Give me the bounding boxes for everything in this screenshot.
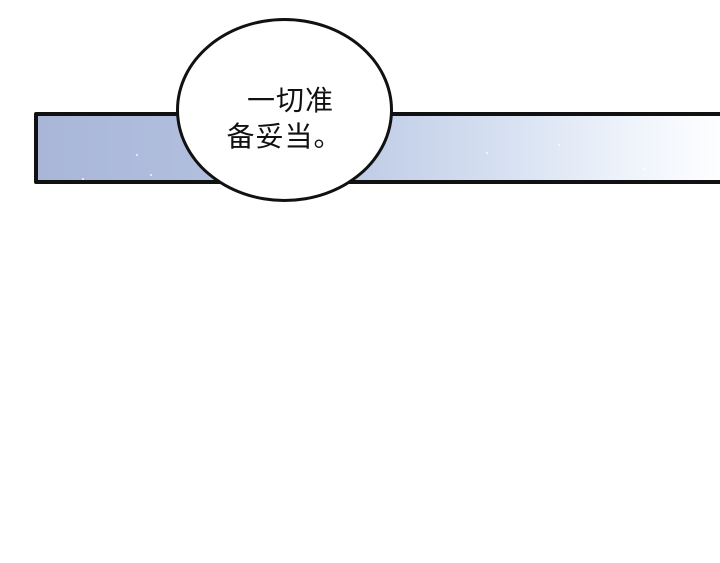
speech-line-2: 备妥当。 [226,120,343,153]
sky-speck [643,168,645,170]
speech-bubble-text: 一切准 备妥当。 [179,83,390,155]
sky-speck [136,154,138,156]
speech-bubble: 一切准 备妥当。 [176,18,393,202]
sky-speck [82,178,84,180]
sky-speck [486,152,488,154]
speech-line-1: 一切准 [246,84,334,117]
sky-speck [558,144,560,146]
sky-speck [150,174,152,176]
